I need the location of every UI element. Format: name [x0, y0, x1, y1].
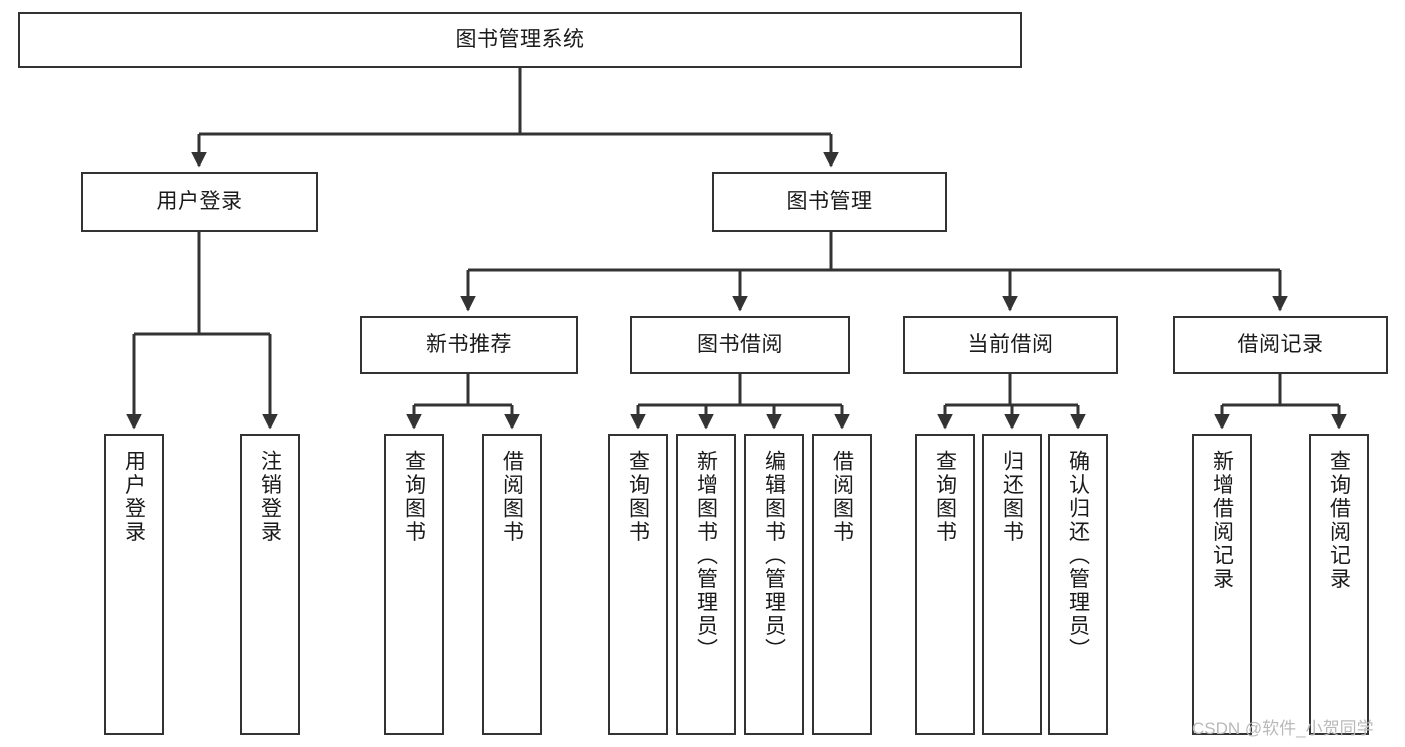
leaf-logout[interactable]: 注销登录	[240, 434, 300, 735]
leaf-records-add[interactable]: 新增借阅记录	[1192, 434, 1252, 735]
leaf-current-confirm-return[interactable]: 确认归还（管理员）	[1048, 434, 1108, 735]
leaf-user-login[interactable]: 用户登录	[104, 434, 164, 735]
node-current-borrow[interactable]: 当前借阅	[903, 316, 1118, 374]
leaf-logout-label: 注销登录	[258, 450, 282, 544]
node-root-label: 图书管理系统	[455, 27, 585, 51]
node-book-management-label: 图书管理	[786, 189, 873, 213]
leaf-borrow-borrow-book[interactable]: 借阅图书	[812, 434, 872, 735]
leaf-current-return-label: 归还图书	[1000, 450, 1024, 544]
node-new-book-recommend[interactable]: 新书推荐	[360, 316, 578, 374]
node-root[interactable]: 图书管理系统	[18, 12, 1022, 68]
leaf-new-book-borrow[interactable]: 借阅图书	[482, 434, 542, 735]
leaf-records-query-label: 查询借阅记录	[1327, 450, 1351, 591]
node-user-login-label: 用户登录	[156, 189, 243, 213]
leaf-current-query-label: 查询图书	[933, 450, 957, 544]
leaf-borrow-borrow-book-label: 借阅图书	[830, 450, 854, 544]
leaf-borrow-edit-book-label: 编辑图书（管理员）	[762, 450, 786, 662]
leaf-records-query[interactable]: 查询借阅记录	[1309, 434, 1369, 735]
leaf-borrow-edit-book[interactable]: 编辑图书（管理员）	[744, 434, 804, 735]
node-borrow-records-label: 借阅记录	[1237, 332, 1324, 356]
leaf-current-confirm-return-label: 确认归还（管理员）	[1066, 450, 1090, 662]
node-user-login[interactable]: 用户登录	[81, 172, 318, 232]
leaf-borrow-add-book[interactable]: 新增图书（管理员）	[676, 434, 736, 735]
leaf-new-book-borrow-label: 借阅图书	[500, 450, 524, 544]
watermark: CSDN @软件_小贺同学	[1192, 719, 1374, 738]
leaf-records-add-label: 新增借阅记录	[1210, 450, 1234, 591]
node-book-borrow-label: 图书借阅	[697, 332, 783, 356]
leaf-new-book-query[interactable]: 查询图书	[384, 434, 444, 735]
node-book-borrow[interactable]: 图书借阅	[630, 316, 850, 374]
node-borrow-records[interactable]: 借阅记录	[1173, 316, 1388, 374]
leaf-current-return[interactable]: 归还图书	[982, 434, 1042, 735]
node-book-management[interactable]: 图书管理	[712, 172, 947, 232]
leaf-new-book-query-label: 查询图书	[402, 450, 426, 544]
node-current-borrow-label: 当前借阅	[967, 332, 1054, 356]
leaf-user-login-label: 用户登录	[122, 450, 146, 544]
leaf-current-query[interactable]: 查询图书	[915, 434, 975, 735]
node-new-book-recommend-label: 新书推荐	[426, 332, 512, 356]
leaf-borrow-query[interactable]: 查询图书	[608, 434, 668, 735]
leaf-borrow-query-label: 查询图书	[626, 450, 650, 544]
leaf-borrow-add-book-label: 新增图书（管理员）	[694, 450, 718, 662]
